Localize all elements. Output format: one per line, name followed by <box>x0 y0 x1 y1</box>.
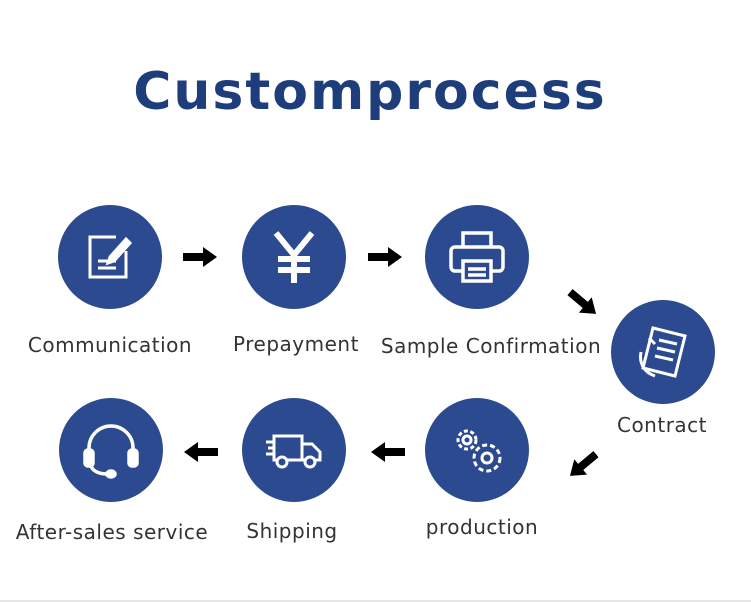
step-label: Contract <box>616 413 708 437</box>
step-shipping <box>242 398 346 502</box>
step-after-sales-service <box>59 398 163 502</box>
step-contract <box>611 300 715 404</box>
yen-icon <box>273 231 315 283</box>
arrow-left-icon <box>184 442 218 462</box>
step-label: production <box>425 515 539 539</box>
arrow-down-left-icon <box>569 451 599 476</box>
step-communication <box>58 205 162 309</box>
page-title: Customprocess <box>133 62 607 122</box>
step-sample-confirmation <box>425 205 529 309</box>
step-label: Prepayment <box>233 332 359 356</box>
gears-icon <box>456 429 502 473</box>
arrow-left-icon <box>371 442 405 462</box>
edit-document-icon <box>88 235 133 279</box>
printer-icon <box>449 231 505 283</box>
step-production <box>425 398 529 502</box>
arrow-right-icon <box>183 247 217 267</box>
truck-icon <box>266 434 322 469</box>
contract-icon <box>639 326 687 378</box>
step-label: Shipping <box>246 519 338 543</box>
step-label: Communication <box>27 333 193 357</box>
arrow-right-icon <box>368 247 402 267</box>
headset-icon <box>83 424 139 479</box>
step-prepayment <box>242 205 346 309</box>
arrow-down-right-icon <box>567 289 597 314</box>
step-label: After-sales service <box>15 520 209 544</box>
step-label: Sample Confirmation <box>380 334 602 358</box>
